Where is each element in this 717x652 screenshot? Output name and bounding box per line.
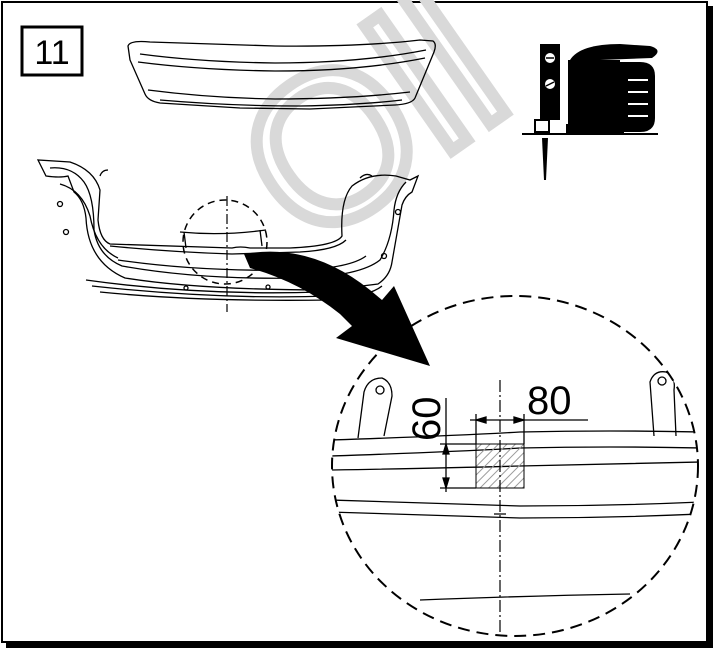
step-number: 11 bbox=[34, 34, 69, 72]
dimension-height-label: 60 bbox=[405, 397, 449, 442]
detail-view bbox=[331, 295, 699, 637]
bumper-top-view bbox=[127, 39, 436, 110]
dimension-width-label: 80 bbox=[527, 379, 572, 423]
detail-callout-large-circle bbox=[331, 295, 699, 637]
curved-arrow-icon bbox=[244, 251, 430, 366]
step-number-box: 11 bbox=[20, 25, 84, 77]
jigsaw-icon bbox=[522, 44, 658, 180]
detail-callout-circle bbox=[182, 199, 268, 285]
dimension-height bbox=[440, 398, 476, 492]
dimension-width bbox=[470, 414, 588, 444]
